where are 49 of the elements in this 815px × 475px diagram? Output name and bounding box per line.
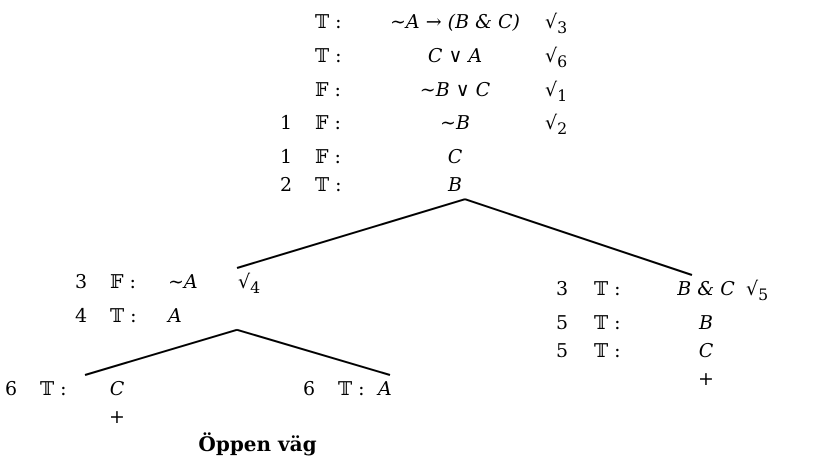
line-number: 5 <box>556 338 568 364</box>
truth-value-sign: 𝕋 : <box>594 310 621 336</box>
truth-value-sign: 𝕋 : <box>338 377 365 402</box>
formula: A <box>378 377 392 402</box>
formula: C ∨ A <box>428 44 482 69</box>
line-number: 3 <box>556 277 568 302</box>
formula: B <box>448 173 462 198</box>
line-number: 1 <box>280 111 292 136</box>
line-number: 6 <box>303 377 316 402</box>
line-number: 2 <box>280 173 292 198</box>
truth-value-sign: 𝔽 : <box>110 270 136 295</box>
check-mark: √$_{2}$ <box>545 111 568 140</box>
line-number: 6 <box>5 377 18 402</box>
check-mark: √$_{1}$ <box>545 78 568 106</box>
check-mark: √$_{6}$ <box>545 44 568 73</box>
formula: A <box>168 304 182 329</box>
line-number: 3 <box>75 270 88 295</box>
line-number: 5 <box>556 310 568 336</box>
branch-line <box>464 198 692 276</box>
truth-value-sign: 𝔽 : <box>315 111 341 136</box>
truth-value-sign: 𝕋 : <box>315 44 342 69</box>
truth-value-sign: 𝕋 : <box>110 304 137 329</box>
check-mark: √$_{4}$ <box>238 270 260 299</box>
formula: C <box>448 145 462 170</box>
truth-value-sign: 𝕋 : <box>594 338 621 364</box>
formula: B & C <box>677 277 735 302</box>
check-mark: √$_{5}$ <box>746 277 768 306</box>
branch-line <box>236 198 466 269</box>
branch-line <box>236 328 390 376</box>
formula: C <box>698 338 714 364</box>
line-number: 1 <box>280 145 292 170</box>
truth-value-sign: 𝕋 : <box>315 10 342 35</box>
formula: ∼A → (B & C) <box>390 10 520 35</box>
truth-value-sign: 𝔽 : <box>315 145 341 170</box>
formula: ∼A <box>168 270 198 295</box>
truth-value-sign: 𝔽 : <box>315 78 341 103</box>
truth-value-sign: 𝕋 : <box>594 277 621 302</box>
truth-value-sign: 𝕋 : <box>40 377 67 402</box>
check-mark: √$_{3}$ <box>545 10 568 39</box>
branch-line <box>84 328 238 376</box>
formula: B <box>699 310 713 336</box>
formula: ∼B <box>440 111 470 136</box>
truth-value-sign: 𝕋 : <box>315 173 342 198</box>
line-number: 4 <box>75 304 88 329</box>
closure-mark: + <box>109 405 125 430</box>
caption: Öppen väg <box>198 432 317 456</box>
formula: ∼B ∨ C <box>420 78 490 103</box>
closure-mark: + <box>698 366 714 392</box>
formula: C <box>110 377 124 402</box>
